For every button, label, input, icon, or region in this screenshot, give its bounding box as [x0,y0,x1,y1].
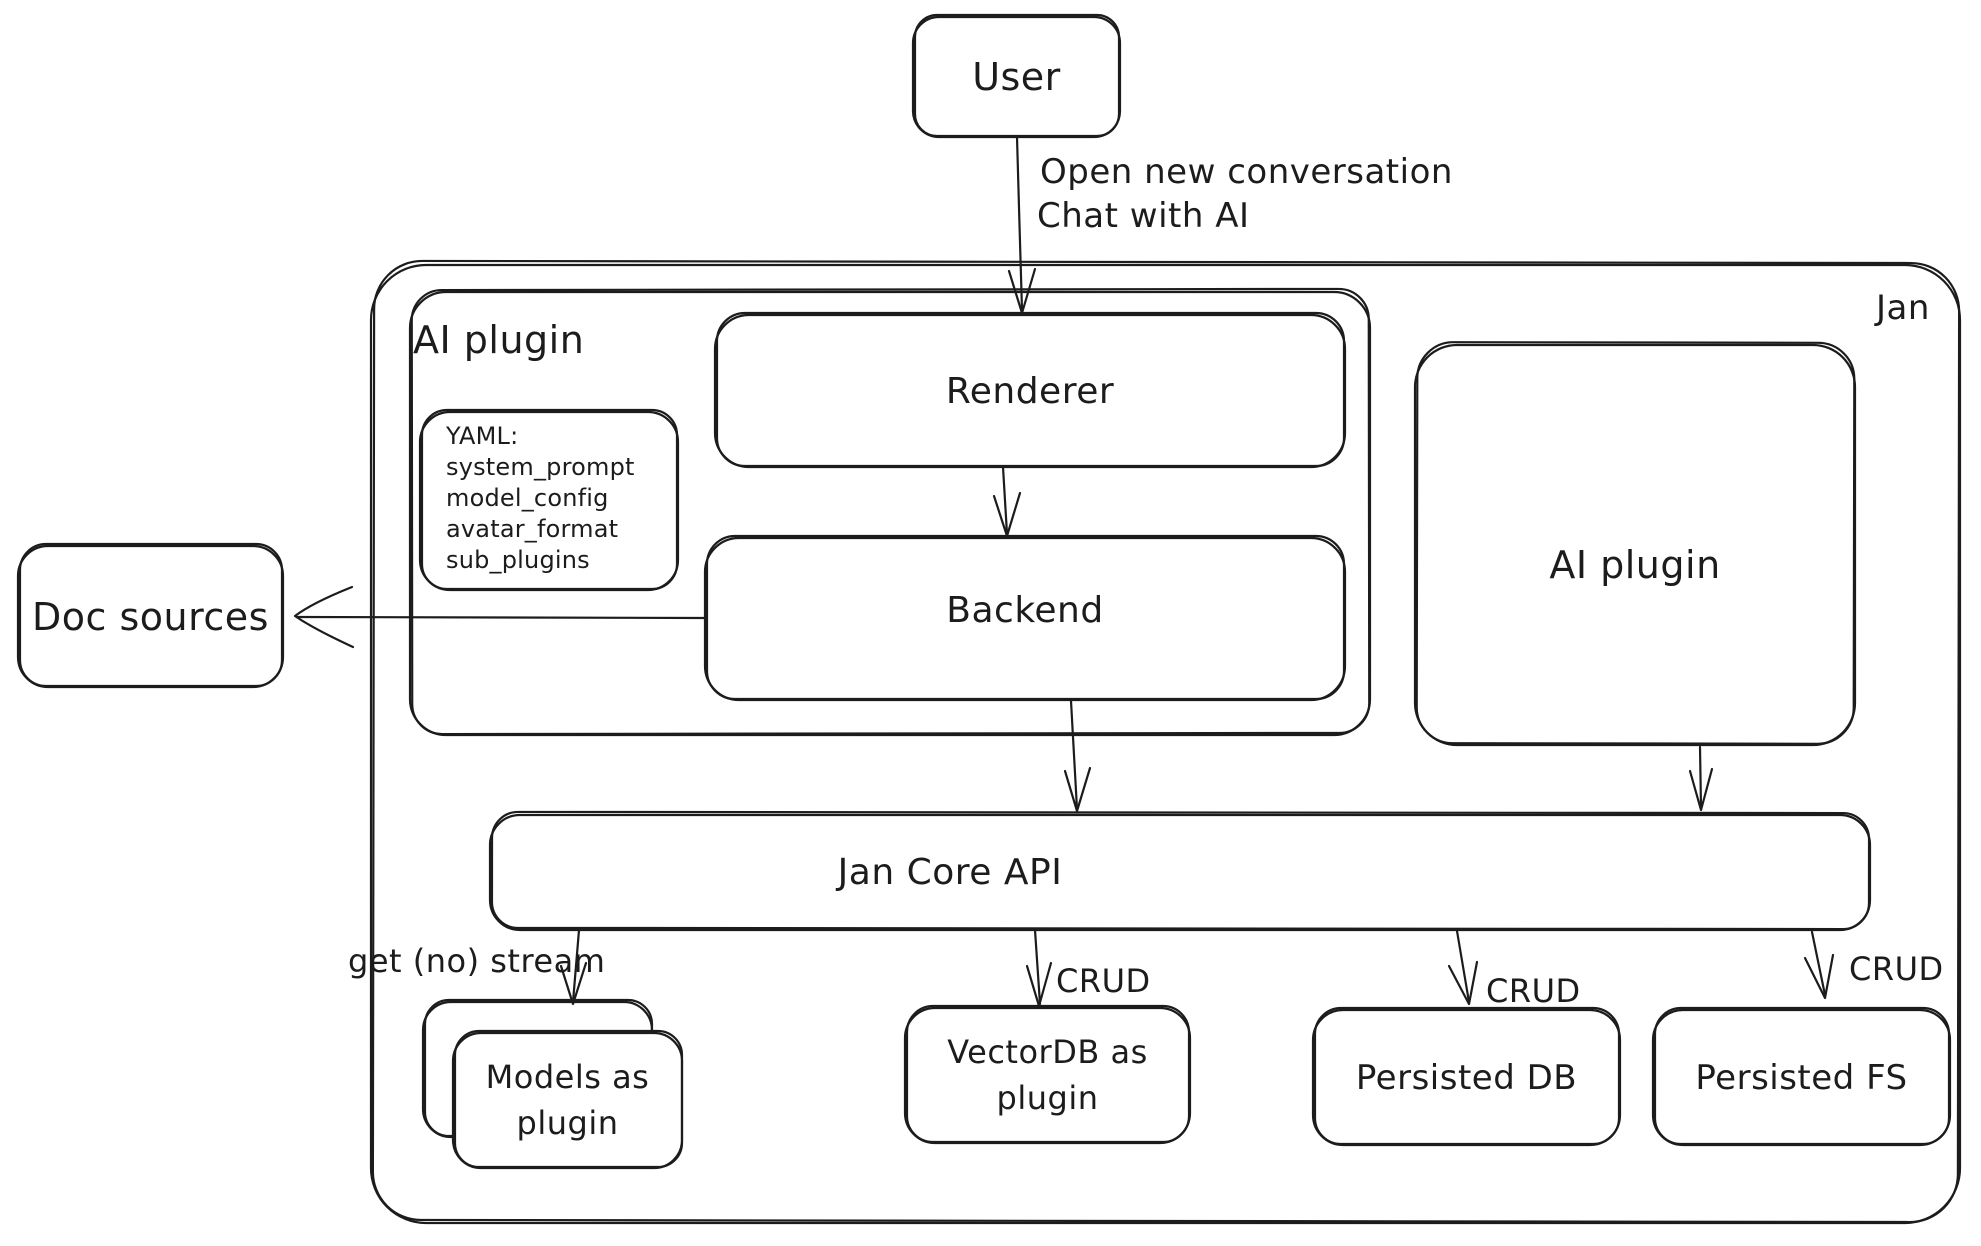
edge-label-crud-persisted-db: CRUD [1486,972,1581,1010]
vectordb-plugin-label: VectorDB as plugin [905,1008,1190,1143]
models-plugin-box [421,998,684,1170]
arrow-core-to-persisted-fs [1803,930,1835,1000]
arrow-ai-plugin-right-to-core [1688,745,1714,812]
jan-core-api-label: Jan Core API [837,852,1063,893]
backend-box [703,534,1347,702]
ai-plugin-left-label: AI plugin [413,318,585,362]
edge-label-get-no-stream: get (no) stream [348,942,606,980]
backend-label: Backend [946,590,1104,631]
arrow-core-to-persisted-db [1447,929,1479,1006]
yaml-note-line: model_config [446,484,609,512]
models-plugin-label: Models as plugin [453,1033,682,1168]
persisted-fs-box [1651,1006,1952,1147]
yaml-note-text: YAML: system_prompt model_config avatar_… [446,421,635,576]
edge-label-chat-with-ai: Chat with AI [1037,196,1250,236]
persisted-db-box [1311,1006,1622,1147]
arrow-renderer-to-backend [992,465,1022,538]
vectordb-plugin-line2: plugin [996,1078,1099,1117]
renderer-label: Renderer [945,370,1115,412]
doc-sources-box [16,542,285,689]
models-plugin-line2: plugin [516,1103,619,1142]
arrow-backend-to-core [1063,699,1092,813]
doc-sources-label: Doc sources [32,594,269,639]
yaml-note-box [418,408,680,592]
user-label: User [972,55,1061,99]
yaml-note-line: avatar_format [446,515,619,543]
jan-core-api-box [488,810,1872,932]
renderer-box [713,311,1347,469]
edge-label-crud-vectordb: CRUD [1056,962,1151,1000]
arrow-user-to-renderer [1007,135,1037,315]
edge-label-open-new-conversation: Open new conversation [1040,152,1453,192]
persisted-fs-label: Persisted FS [1695,1057,1908,1098]
yaml-note-line: YAML: [446,422,519,450]
ai-plugin-right-label: AI plugin [1549,543,1721,587]
arrow-backend-to-doc-sources [293,585,707,649]
edge-label-crud-persisted-fs: CRUD [1849,950,1944,988]
arrow-core-to-models [559,928,588,1006]
models-plugin-line1: Models as [485,1058,650,1097]
vectordb-plugin-line1: VectorDB as [947,1033,1148,1072]
arrow-core-to-vectordb [1025,928,1053,1008]
vectordb-plugin-box [903,1004,1192,1145]
yaml-note-line: system_prompt [446,453,635,481]
jan-container-label: Jan [1876,288,1930,328]
yaml-note-line: sub_plugins [446,546,590,574]
ai-plugin-right-box [1413,341,1857,747]
persisted-db-label: Persisted DB [1355,1057,1578,1098]
